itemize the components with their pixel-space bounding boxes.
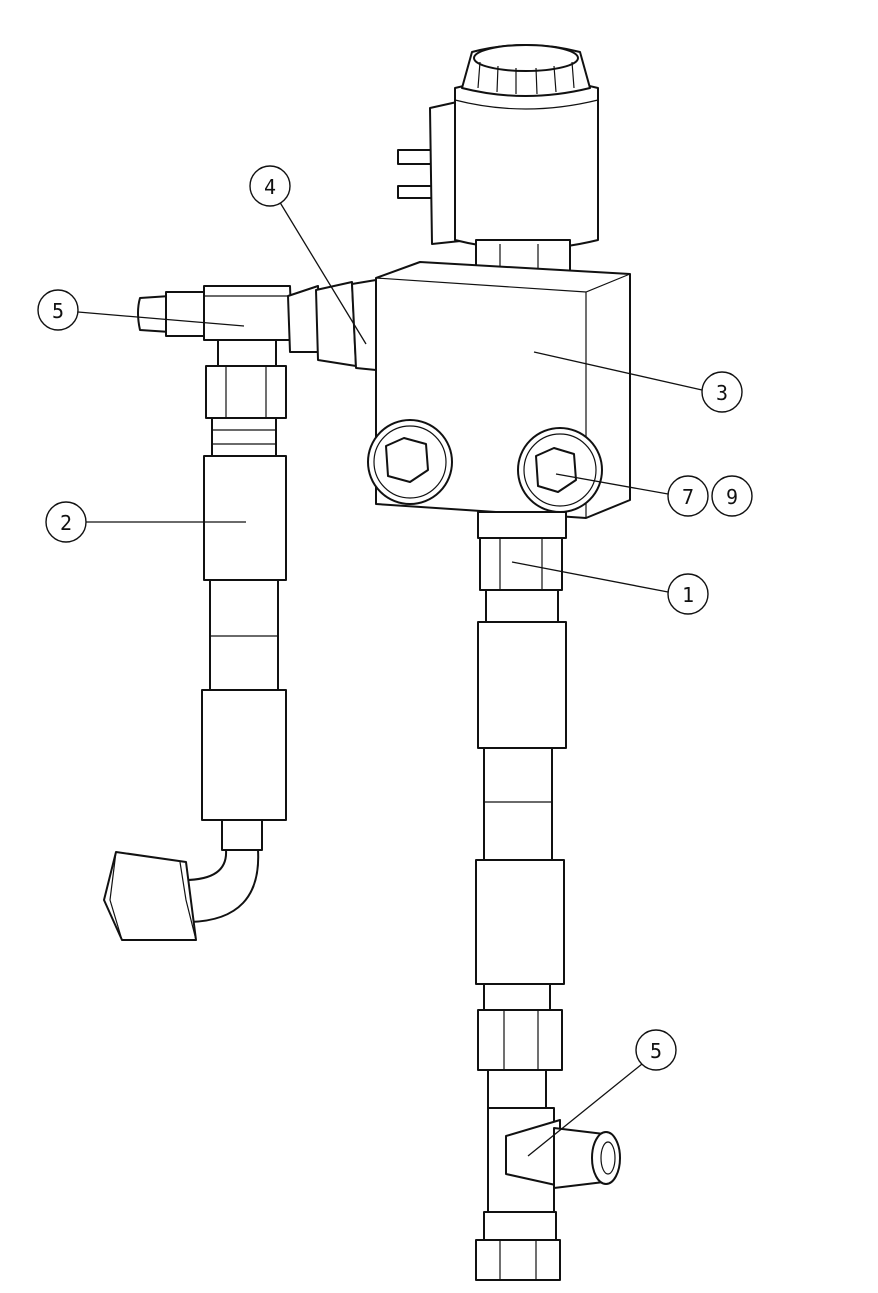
balloon-label: 5 [52,299,64,323]
left-hose [103,365,287,941]
leader-lines [77,185,703,1157]
balloon-label: 7 [682,485,694,509]
hex-plug-left [367,419,453,505]
balloon-3: 3 [701,371,743,413]
balloon-5-upper: 5 [37,289,79,331]
solenoid-coil [397,44,599,286]
left-tee-fitting [137,279,377,371]
hex-plug-right [517,427,603,513]
balloon-label: 9 [726,485,738,509]
connector-tab-upper [397,149,433,165]
balloon-2: 2 [45,501,87,543]
bottom-tee-fitting [475,1069,621,1281]
balloon-1: 1 [667,573,709,615]
balloon-7: 7 [667,475,709,517]
right-hose [475,511,567,1071]
balloon-label: 3 [716,381,728,405]
balloon-9: 9 [711,475,753,517]
connector-tab-lower [397,185,433,199]
balloon-label: 5 [650,1039,662,1063]
balloon-label: 1 [682,583,694,607]
balloon-label: 4 [264,175,276,199]
balloon-5-lower: 5 [635,1029,677,1071]
valve-block [367,261,631,519]
balloon-4: 4 [249,165,291,207]
balloon-label: 2 [60,511,72,535]
